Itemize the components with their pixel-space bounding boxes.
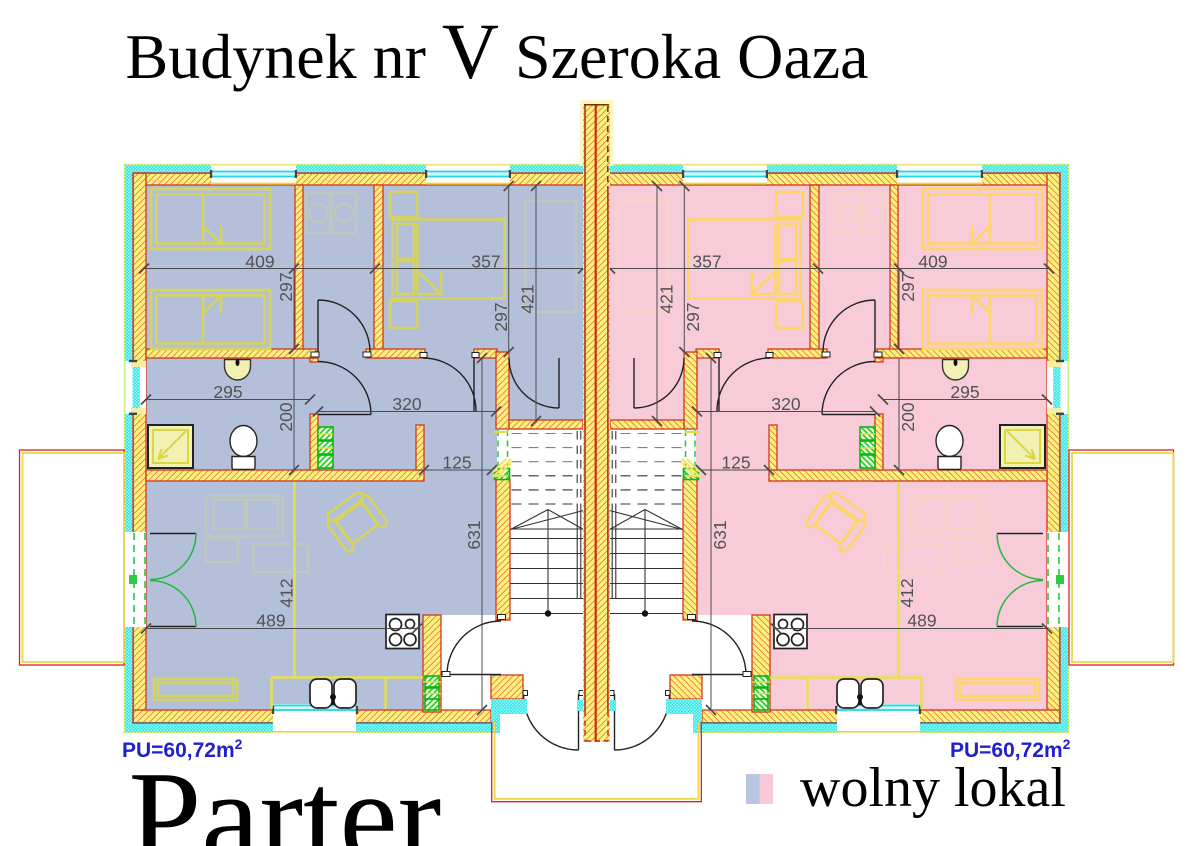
svg-text:631: 631: [464, 520, 484, 549]
svg-text:421: 421: [657, 284, 677, 313]
svg-text:409: 409: [245, 252, 274, 272]
svg-text:320: 320: [771, 394, 800, 414]
svg-text:412: 412: [897, 578, 917, 607]
svg-text:297: 297: [491, 302, 511, 331]
svg-text:200: 200: [898, 402, 918, 431]
svg-text:489: 489: [907, 611, 936, 631]
svg-text:wolny lokal: wolny lokal: [800, 757, 1066, 819]
svg-text:412: 412: [277, 578, 297, 607]
svg-text:357: 357: [471, 252, 500, 272]
svg-text:Parter: Parter: [129, 745, 442, 846]
svg-text:295: 295: [950, 382, 979, 402]
svg-text:PU=60,72m2: PU=60,72m2: [122, 736, 243, 762]
svg-text:125: 125: [721, 453, 750, 473]
svg-text:Budynek nr V Szeroka Oaza: Budynek nr V Szeroka Oaza: [126, 9, 869, 96]
svg-text:489: 489: [256, 611, 285, 631]
svg-text:PU=60,72m2: PU=60,72m2: [950, 736, 1071, 762]
svg-text:357: 357: [692, 252, 721, 272]
svg-text:125: 125: [442, 453, 471, 473]
svg-text:295: 295: [213, 382, 242, 402]
svg-text:297: 297: [898, 272, 918, 301]
svg-text:631: 631: [710, 520, 730, 549]
svg-text:421: 421: [518, 284, 538, 313]
svg-text:297: 297: [683, 302, 703, 331]
svg-text:200: 200: [276, 402, 296, 431]
svg-text:409: 409: [918, 252, 947, 272]
svg-text:297: 297: [276, 272, 296, 301]
svg-text:320: 320: [392, 394, 421, 414]
